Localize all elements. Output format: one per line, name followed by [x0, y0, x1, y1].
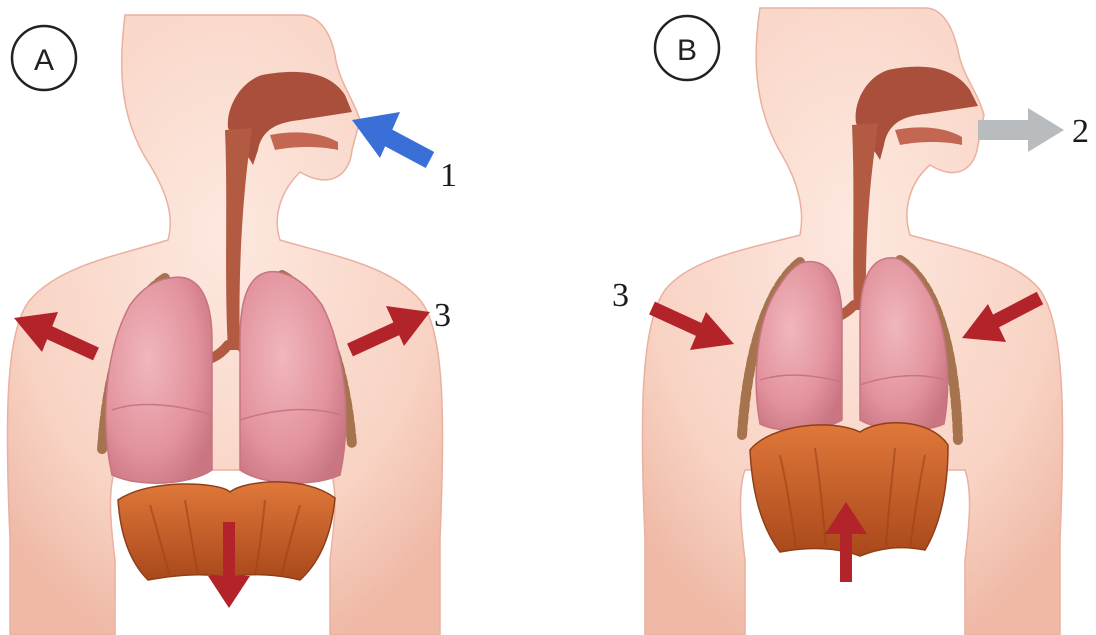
chest-label-a: 3 [434, 297, 451, 334]
panel-label-b: B [677, 34, 697, 67]
panel-label-a: A [34, 44, 54, 77]
airflow-label-a: 1 [440, 157, 457, 194]
airflow-label-b: 2 [1072, 113, 1089, 150]
panel-a: A 1 3 [7, 15, 457, 635]
chest-label-b: 3 [612, 277, 629, 314]
airflow-out-arrow [978, 108, 1064, 152]
panel-b: B 2 3 [612, 8, 1089, 635]
airflow-in-arrow [352, 112, 430, 160]
